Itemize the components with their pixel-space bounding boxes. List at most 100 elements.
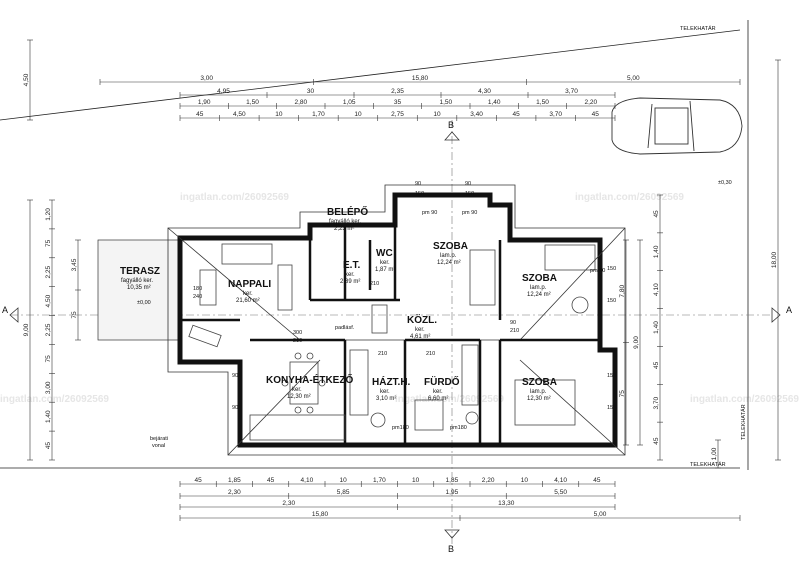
dimension-label: 1,95 bbox=[446, 489, 459, 496]
room-labels: BELÉPŐ fagyálló ker. 2,23 m² SZOBA lam.p… bbox=[120, 205, 557, 402]
boundary-label-bottom: TELEKHATÁR bbox=[690, 461, 726, 468]
dimension-label: 10 bbox=[521, 477, 529, 484]
window-height: 150 bbox=[607, 266, 616, 272]
room-floor-belepo: fagyálló ker. bbox=[329, 219, 361, 225]
annotations: padlásf. bejárati vonal ±0,30 ±0,00 180 … bbox=[137, 180, 732, 449]
room-name-szoba-3: SZOBA bbox=[522, 377, 557, 388]
parapet-mark: pm180 bbox=[392, 425, 409, 431]
dimension-label: 4,50 bbox=[233, 111, 246, 118]
dimension-label: 2,80 bbox=[295, 99, 308, 106]
section-markers: A A B B bbox=[2, 120, 792, 554]
watermark: ingatlan.com/26092569 bbox=[395, 394, 504, 405]
parapet-mark: pm 60 bbox=[590, 268, 605, 274]
dimension-label: 4,50 bbox=[45, 294, 52, 307]
dimension-label: 2,75 bbox=[391, 111, 404, 118]
section-a-label: A bbox=[786, 305, 792, 315]
door-height: 180 bbox=[193, 286, 202, 292]
dimension-label: 1,05 bbox=[343, 99, 356, 106]
room-name-terasz: TERASZ bbox=[120, 266, 160, 277]
room-name-szoba-2: SZOBA bbox=[522, 273, 557, 284]
room-area-belepo: 2,23 m² bbox=[334, 226, 354, 232]
dimension-label: 45 bbox=[593, 477, 601, 484]
dimension-label: 1,40 bbox=[653, 245, 660, 258]
dimension-label: 9,00 bbox=[633, 336, 640, 349]
room-name-et: E.T. bbox=[343, 260, 360, 271]
dimension-label: 15,80 bbox=[312, 511, 329, 518]
door-height: 240 bbox=[193, 294, 202, 300]
dimension-label: 2,30 bbox=[282, 500, 295, 507]
room-area-kozl: 4,61 m² bbox=[410, 334, 430, 340]
room-floor-et: ker. bbox=[345, 272, 355, 278]
room-floor-haztartas: ker. bbox=[380, 389, 390, 395]
dimension-label: 15,80 bbox=[412, 75, 429, 82]
window-height: 150 bbox=[607, 298, 616, 304]
dimension-label: 2,30 bbox=[228, 489, 241, 496]
door-width: 90 bbox=[510, 320, 516, 326]
dimension-label: 2,20 bbox=[482, 477, 495, 484]
dimension-label: 5,85 bbox=[337, 489, 350, 496]
room-name-wc: WC bbox=[376, 248, 393, 259]
dimension-label: 1,00 bbox=[711, 447, 718, 460]
dimension-label: 10 bbox=[340, 477, 348, 484]
dimension-label: 45 bbox=[267, 477, 275, 484]
interior-walls bbox=[180, 225, 600, 445]
room-area-szoba-2: 12,24 m² bbox=[527, 292, 551, 298]
section-b-label: B bbox=[448, 544, 454, 554]
entrance-line-label: bejárati bbox=[150, 436, 168, 442]
dimension-label: 1,50 bbox=[536, 99, 549, 106]
dimension-label: 1,85 bbox=[228, 477, 241, 484]
window-height: 150 bbox=[465, 191, 474, 197]
room-floor-szoba-1: lam.p. bbox=[440, 253, 457, 259]
room-name-kozl: KÖZL. bbox=[407, 313, 437, 326]
dimension-label: 45 bbox=[195, 477, 203, 484]
dimension-label: 10 bbox=[354, 111, 362, 118]
section-b-label: B bbox=[448, 120, 454, 130]
dimension-label: 1,50 bbox=[246, 99, 259, 106]
dimension-label: 1,40 bbox=[45, 410, 52, 423]
door-height: 210 bbox=[510, 328, 519, 334]
dimension-label: 75 bbox=[45, 239, 52, 247]
room-area-et: 2,89 m² bbox=[340, 279, 360, 285]
window-height: 150 bbox=[607, 405, 616, 411]
room-floor-szoba-2: lam.p. bbox=[530, 285, 547, 291]
dimension-label: 1,70 bbox=[312, 111, 325, 118]
dimension-label: 3,00 bbox=[200, 75, 213, 82]
dimension-label: 45 bbox=[653, 361, 660, 369]
dimension-label: 1,85 bbox=[446, 477, 459, 484]
watermark: ingatlan.com/26092569 bbox=[180, 192, 289, 203]
dimension-label: 10 bbox=[412, 477, 420, 484]
room-name-szoba-1: SZOBA bbox=[433, 241, 468, 252]
dimension-label: 10 bbox=[275, 111, 283, 118]
room-floor-terasz: fagyálló ker. bbox=[121, 278, 153, 284]
dimension-label: 7,80 bbox=[619, 285, 626, 298]
dimension-label: 3,70 bbox=[653, 397, 660, 410]
room-name-furdo: FÜRDŐ bbox=[424, 375, 460, 388]
dimension-label: 9,00 bbox=[23, 323, 30, 336]
dimension-label: 45 bbox=[45, 442, 52, 450]
dimension-label: 45 bbox=[653, 437, 660, 445]
room-name-konyha: KONYHA-ÉTKEZŐ bbox=[266, 373, 353, 386]
dimension-label: 45 bbox=[653, 210, 660, 218]
parapet-mark: pm 90 bbox=[462, 210, 477, 216]
window-width: 90 bbox=[465, 181, 471, 187]
terrace-level-mark: ±0,00 bbox=[137, 300, 151, 306]
door-height: 300 bbox=[293, 330, 302, 336]
watermark: ingatlan.com/26092569 bbox=[575, 192, 684, 203]
watermark: ingatlan.com/26092569 bbox=[690, 394, 799, 405]
room-floor-furdo: ker. bbox=[433, 389, 443, 395]
dimension-label: 3,40 bbox=[470, 111, 483, 118]
dimension-label: 2,20 bbox=[585, 99, 598, 106]
boundary-label-right: TELEKHATÁR bbox=[740, 404, 747, 440]
level-mark: ±0,30 bbox=[718, 180, 732, 186]
door-height: 210 bbox=[370, 281, 379, 287]
dimension-label: 13,30 bbox=[498, 500, 515, 507]
dimension-label: 75 bbox=[619, 390, 626, 398]
room-name-haztartas: HÁZT.H. bbox=[372, 375, 411, 388]
dimension-label: 75 bbox=[71, 311, 78, 319]
dimension-label: 1,40 bbox=[653, 321, 660, 334]
dimension-label: 4,10 bbox=[554, 477, 567, 484]
room-area-szoba-3: 12,30 m² bbox=[527, 396, 551, 402]
furniture bbox=[188, 243, 596, 441]
dimension-label: 18,00 bbox=[771, 251, 778, 268]
